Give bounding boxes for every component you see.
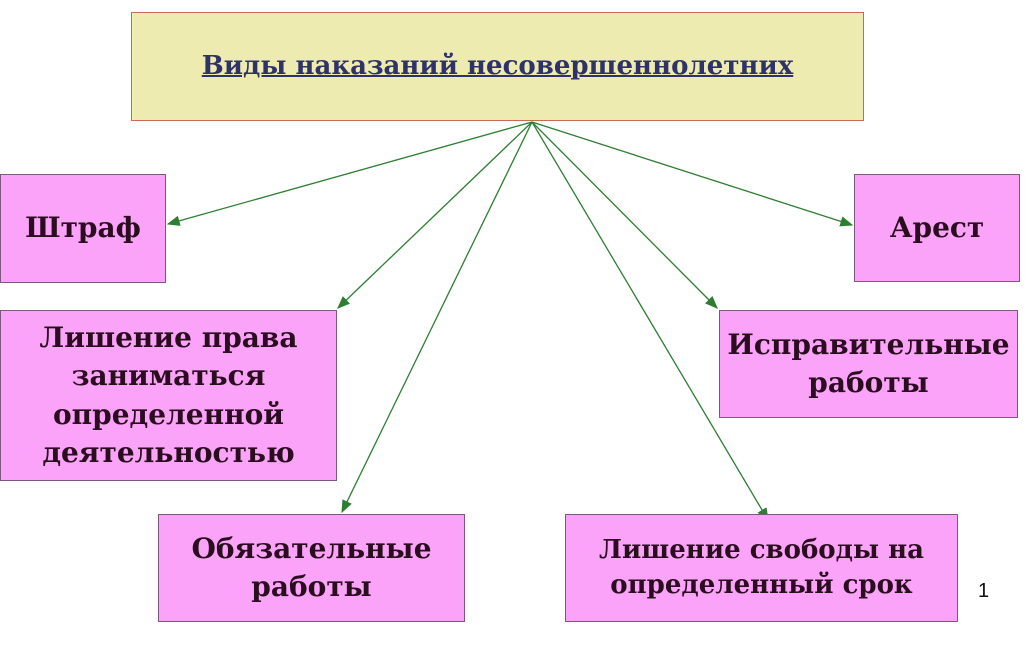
box-mandatory-work: Обязательные работы [158,514,465,622]
arrow-to-fine [166,121,533,226]
box-corrective-work: Исправительные работы [719,310,1018,418]
page-number: 1 [978,580,990,602]
box-imprisonment: Лишение свободы на определенный срок [565,514,958,622]
arrow-to-corrective-work [531,121,718,309]
arrow-to-deprivation-right [337,121,533,309]
arrow-to-mandatory-work [341,121,533,514]
arrow-to-imprisonment [531,121,769,522]
box-arrest: Арест [854,174,1020,282]
arrow-to-arrest [531,121,854,227]
box-deprivation-right: Лишение права заниматься определенной де… [0,310,337,481]
box-fine: Штраф [0,174,166,283]
diagram-title: Виды наказаний несовершеннолетних [131,12,864,121]
